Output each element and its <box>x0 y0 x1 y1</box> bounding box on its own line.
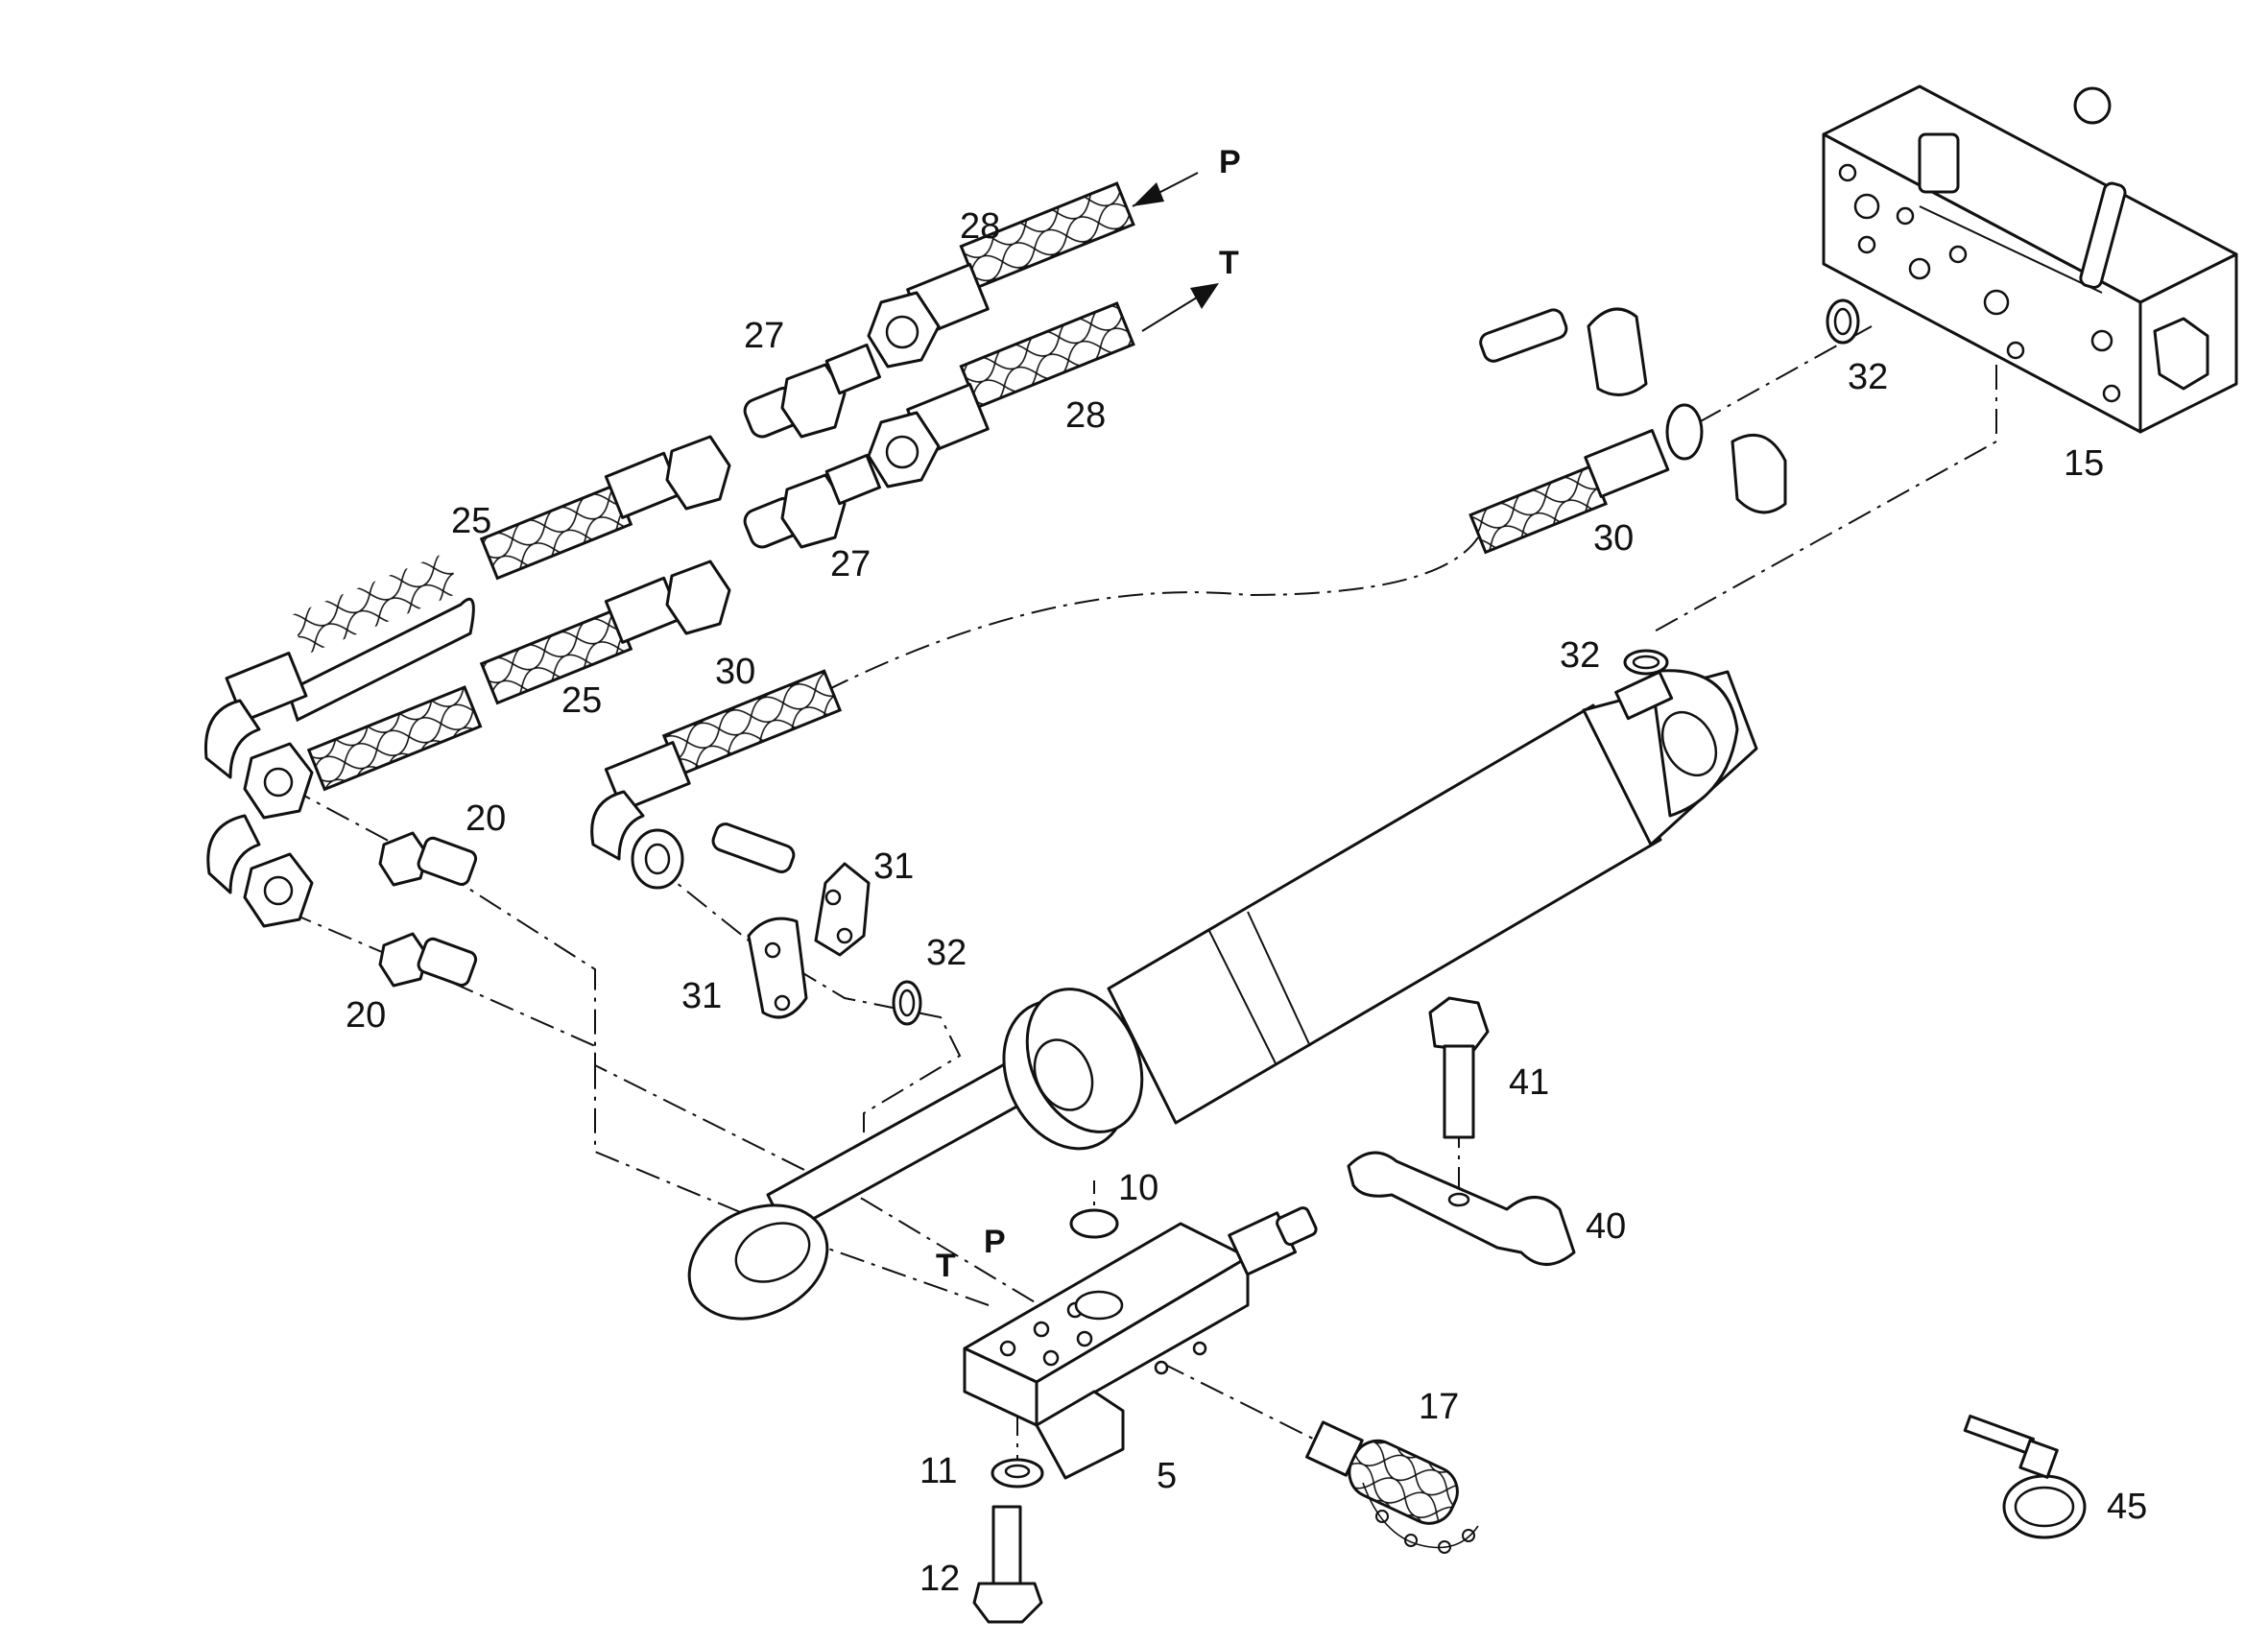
pressure-arrow <box>1132 172 1199 207</box>
label-30-left: 30 <box>715 652 755 692</box>
label-32-left: 32 <box>926 933 967 973</box>
valve-block-5[interactable] <box>963 1206 1318 1480</box>
label-31-upper: 31 <box>873 846 914 887</box>
bolt-12[interactable] <box>972 1505 1043 1624</box>
o-ring-32-cylinder[interactable] <box>1623 649 1669 676</box>
label-15: 15 <box>2064 443 2104 484</box>
label-5: 5 <box>1157 1456 1177 1496</box>
adapter-27-upper[interactable] <box>742 343 881 440</box>
adapter-27-lower[interactable] <box>742 453 881 550</box>
cable-tie-45[interactable] <box>1963 1414 2087 1539</box>
part-labels: 28 28 27 27 25 25 20 20 30 30 31 31 32 3… <box>346 206 2147 1599</box>
flange-31-lower[interactable] <box>747 917 808 1019</box>
label-12: 12 <box>919 1559 960 1599</box>
valve-block-15[interactable] <box>1822 84 2238 434</box>
label-25-lower: 25 <box>561 680 602 721</box>
label-32-block: 32 <box>1848 357 1888 397</box>
label-40: 40 <box>1586 1206 1626 1247</box>
label-31-lower: 31 <box>681 976 722 1016</box>
o-ring-32-left[interactable] <box>892 980 922 1026</box>
o-ring-32-block[interactable] <box>1826 298 1860 345</box>
label-32-cylinder: 32 <box>1560 635 1600 676</box>
hose-28-upper[interactable] <box>867 181 1135 369</box>
hose-28-lower[interactable] <box>867 301 1135 488</box>
o-ring-10[interactable] <box>1069 1208 1119 1239</box>
clamp-40[interactable] <box>1347 1151 1576 1266</box>
label-25-upper: 25 <box>451 501 491 541</box>
flange-31-upper[interactable] <box>710 822 871 957</box>
hydraulic-cylinder[interactable] <box>671 669 1758 1341</box>
flange-30-bolt[interactable] <box>1478 307 1787 514</box>
label-11: 11 <box>919 1451 957 1491</box>
tank-arrow <box>1141 283 1219 332</box>
label-28-lower: 28 <box>1065 395 1106 436</box>
label-10: 10 <box>1118 1168 1158 1208</box>
label-28-upper: 28 <box>960 206 1000 247</box>
label-20-lower: 20 <box>346 995 386 1036</box>
label-41: 41 <box>1509 1062 1549 1103</box>
nipple-20-lower[interactable] <box>378 932 478 988</box>
port-label-p-top: P <box>1219 144 1241 180</box>
washer-11[interactable] <box>991 1458 1044 1489</box>
hose-25-upper[interactable] <box>203 435 731 820</box>
test-coupling-17[interactable] <box>1305 1420 1479 1554</box>
label-45: 45 <box>2107 1487 2147 1527</box>
label-20-upper: 20 <box>466 798 506 839</box>
hose-25-lower[interactable] <box>206 560 731 928</box>
label-27-upper: 27 <box>744 316 784 356</box>
label-27-lower: 27 <box>830 544 871 584</box>
nipple-20-upper[interactable] <box>378 831 478 887</box>
port-labels: P T P T <box>936 144 1241 1284</box>
hose-30-left[interactable] <box>590 669 843 890</box>
bolt-41[interactable] <box>1428 996 1490 1139</box>
label-17: 17 <box>1419 1387 1459 1427</box>
port-label-t-block: T <box>936 1248 956 1284</box>
label-30-right: 30 <box>1593 518 1634 559</box>
port-label-p-block: P <box>984 1224 1006 1260</box>
port-label-t-top: T <box>1219 245 1239 281</box>
hose-30-right[interactable] <box>1468 403 1704 555</box>
